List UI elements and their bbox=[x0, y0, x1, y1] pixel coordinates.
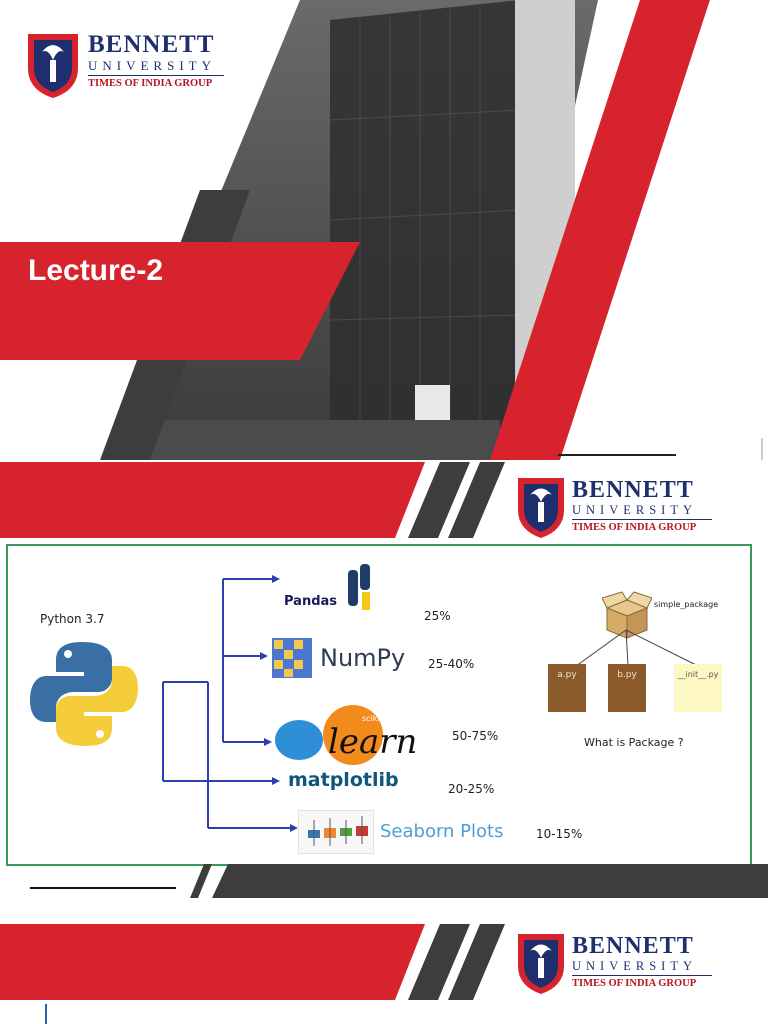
next-header-red-band bbox=[0, 924, 425, 1000]
pandas-label: Pandas bbox=[284, 594, 338, 609]
next-slide-header-band bbox=[0, 924, 505, 1024]
shield-icon bbox=[518, 934, 564, 994]
matplotlib-label: matplotlib bbox=[288, 769, 399, 791]
pandas-share: 25% bbox=[424, 609, 451, 623]
white-corner bbox=[560, 0, 768, 460]
footer-band bbox=[30, 864, 768, 898]
building-facade bbox=[330, 0, 520, 440]
title-slide: BENNETT UNIVERSITY TIMES OF INDIA GROUP … bbox=[0, 0, 768, 460]
file-a-py: a.py bbox=[548, 664, 586, 712]
footer-dark-stripe bbox=[190, 864, 212, 898]
numpy-icon bbox=[272, 638, 312, 678]
ground bbox=[150, 420, 500, 460]
sklearn-orange-blob-icon bbox=[323, 705, 383, 765]
package-box-icon bbox=[602, 591, 652, 639]
package-box-label: simple_package bbox=[654, 600, 719, 609]
sklearn-badge: scikit bbox=[362, 714, 383, 723]
content-slide: BENNETT UNIVERSITY TIMES OF INDIA GROUP … bbox=[0, 460, 768, 900]
bennett-logo: BENNETT UNIVERSITY TIMES OF INDIA GROUP bbox=[24, 30, 234, 100]
next-header-dark-stripe-2 bbox=[448, 924, 505, 1000]
lecture-title: Lecture-2 bbox=[28, 254, 164, 287]
red-diagonal-stripe bbox=[490, 0, 710, 460]
brand-name: BENNETT bbox=[572, 933, 694, 959]
numpy-label: NumPy bbox=[320, 644, 406, 672]
brand-name: BENNETT bbox=[572, 477, 694, 503]
brand-university: UNIVERSITY bbox=[88, 58, 216, 73]
footer-dark-band bbox=[212, 864, 768, 898]
next-header-dark-stripe-1 bbox=[408, 924, 470, 1000]
brand-university: UNIVERSITY bbox=[572, 503, 697, 517]
header-dark-stripe-2 bbox=[448, 462, 505, 538]
bennett-logo-next: BENNETT UNIVERSITY TIMES OF INDIA GROUP bbox=[514, 930, 724, 998]
pandas-icon bbox=[348, 564, 370, 610]
seaborn-share: 10-15% bbox=[536, 827, 583, 841]
python-logo-icon bbox=[30, 642, 138, 746]
shield-icon bbox=[28, 34, 78, 98]
shield-icon bbox=[518, 478, 564, 538]
next-slide: BENNETT UNIVERSITY TIMES OF INDIA GROUP bbox=[0, 900, 768, 1024]
sklearn-blue-blob-icon bbox=[275, 720, 323, 760]
brand-group: TIMES OF INDIA GROUP bbox=[88, 78, 213, 89]
connector-lines bbox=[162, 575, 298, 832]
brand-university: UNIVERSITY bbox=[572, 959, 697, 973]
file-b-py: b.py bbox=[608, 664, 646, 712]
matplotlib-share: 20-25% bbox=[448, 782, 495, 796]
title-slide-background bbox=[0, 0, 768, 460]
python-label: Python 3.7 bbox=[40, 612, 105, 626]
header-red-band bbox=[0, 462, 425, 538]
python-libraries-diagram: Python 3.7 bbox=[6, 544, 752, 866]
package-tree-lines bbox=[575, 629, 699, 667]
file-init-py: __init__.py bbox=[674, 664, 722, 712]
brand-group: TIMES OF INDIA GROUP bbox=[572, 978, 697, 989]
brand-name: BENNETT bbox=[88, 31, 215, 58]
header-dark-stripe-1 bbox=[408, 462, 470, 538]
package-question: What is Package ? bbox=[584, 736, 684, 749]
title-band bbox=[0, 242, 360, 360]
bennett-logo-header: BENNETT UNIVERSITY TIMES OF INDIA GROUP bbox=[514, 474, 724, 542]
numpy-share: 25-40% bbox=[428, 657, 475, 671]
seaborn-boxplot-icon bbox=[298, 810, 374, 854]
sklearn-share: 50-75% bbox=[452, 729, 499, 743]
sklearn-label: learn bbox=[328, 722, 418, 762]
seaborn-label: Seaborn Plots bbox=[380, 821, 504, 842]
brand-group: TIMES OF INDIA GROUP bbox=[572, 522, 697, 533]
header-band bbox=[0, 462, 505, 538]
